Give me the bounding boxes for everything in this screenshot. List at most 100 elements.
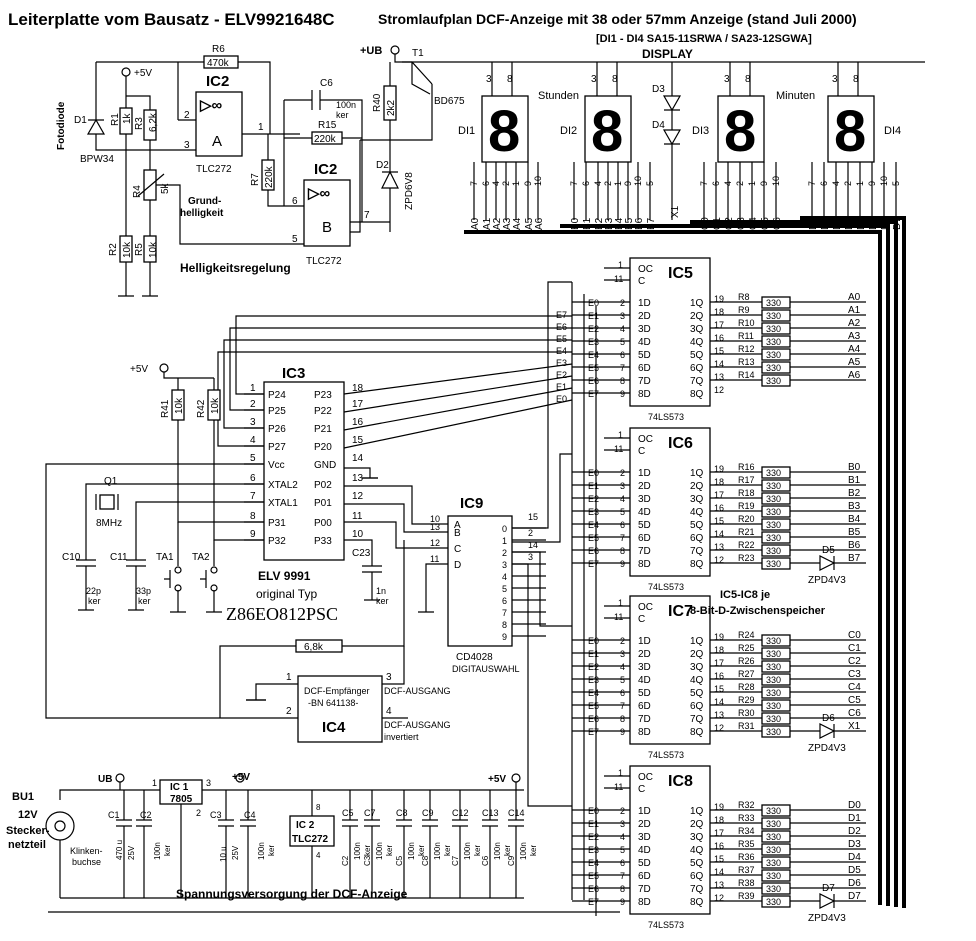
c4-sub: ker — [267, 845, 276, 856]
c2-name: C2 — [140, 810, 152, 820]
c2-sub: ker — [163, 845, 172, 856]
latch-e-3-4: E4 — [588, 858, 599, 868]
ic3-pin-15: 15 — [352, 435, 364, 446]
cap-c5: C5 — [342, 808, 354, 818]
latch-resval-3-1: 330 — [766, 819, 781, 829]
latch-in-3-2: 3D — [638, 832, 651, 843]
ic3-pin-6: 6 — [250, 473, 256, 484]
ic2a-pin1: 1 — [258, 122, 264, 133]
latch-in-3-3: 4D — [638, 845, 651, 856]
latch-out-1-3: 4Q — [690, 507, 704, 518]
display-pin-di4-2: 4 — [831, 181, 841, 186]
ta2-label: TA2 — [192, 552, 210, 563]
r3-value: 6,2k — [148, 112, 159, 132]
plus5v-power: +5V — [232, 772, 250, 783]
display-net-b6: B6 — [634, 217, 645, 230]
latch-resval-1-0: 330 — [766, 468, 781, 478]
latch-in-1-4: 5D — [638, 520, 651, 531]
latch-in-2-2: 3D — [638, 662, 651, 673]
ic2-pin4: 4 — [316, 851, 321, 860]
latch-out-1-5: 6Q — [690, 533, 704, 544]
latch-resval-1-5: 330 — [766, 533, 781, 543]
latch-e-1-1: E1 — [588, 481, 599, 491]
latch-res-r14: R14 — [738, 370, 755, 380]
display-label: DISPLAY — [642, 47, 693, 61]
latch-outpin-0-1: 18 — [714, 307, 724, 317]
ic3-pinname-p31: P31 — [268, 518, 286, 529]
latch-diode-d6: D6 — [822, 713, 835, 724]
latch-inpin-2-5: 7 — [620, 701, 625, 711]
latch-e-3-7: E7 — [588, 897, 599, 907]
latch-res-r35: R35 — [738, 839, 755, 849]
ic4-sub: -BN 641138- — [308, 698, 358, 708]
latch-out-0-7: 8Q — [690, 389, 704, 400]
r7-value: 220k — [264, 165, 275, 188]
caplow-6: C9 — [507, 855, 516, 866]
latch-in-0-0: 1D — [638, 298, 651, 309]
latch-in-2-4: 5D — [638, 688, 651, 699]
latch-net-c6: C6 — [848, 708, 861, 719]
display-pin-di4-5: 9 — [867, 181, 877, 186]
c11-sub: ker — [138, 596, 151, 606]
display-net-b2: B2 — [594, 217, 605, 230]
ic3-pin-18: 18 — [352, 383, 364, 394]
capval-4: 100n — [463, 842, 472, 860]
ic5-eside-e2: E2 — [556, 370, 567, 380]
latch-ic8-name: IC8 — [668, 773, 693, 790]
latch-res-r12: R12 — [738, 344, 755, 354]
latch-out-2-5: 6Q — [690, 701, 704, 712]
di4-digit: 8 — [834, 99, 866, 164]
display-net-a3: A3 — [502, 217, 513, 230]
ic2a-type: TLC272 — [196, 164, 232, 175]
ic2b-sym: ▷∞ — [307, 185, 331, 202]
latch-outpin-2-3: 16 — [714, 671, 724, 681]
capsub-3: ker — [443, 845, 452, 856]
latch-resval-3-4: 330 — [766, 858, 781, 868]
latch-resval-3-3: 330 — [766, 845, 781, 855]
latch-out-0-3: 4Q — [690, 337, 704, 348]
display-pin-di4-1: 6 — [819, 181, 829, 186]
latch-pin1-1: 1 — [618, 430, 623, 440]
latch-inpin-3-4: 6 — [620, 858, 625, 868]
display-net-b4: B4 — [614, 217, 625, 230]
cap-c9: C9 — [422, 808, 434, 818]
latch-note-1: IC5-IC8 je — [720, 589, 770, 601]
latch-res-r28: R28 — [738, 682, 755, 692]
latch-in-1-1: 2D — [638, 481, 651, 492]
ic9-pin-11: 11 — [430, 554, 439, 564]
latch-zener-3: ZPD4V3 — [808, 913, 846, 924]
ic3-pinname-gnd: GND — [314, 460, 336, 471]
ic5-eside-e5: E5 — [556, 334, 567, 344]
latch-inpin-1-0: 2 — [620, 468, 625, 478]
latch-resval-0-1: 330 — [766, 311, 781, 321]
latch-e-3-3: E3 — [588, 845, 599, 855]
ic3-label1: ELV 9991 — [258, 569, 311, 583]
helligkeitsregelung-label: Helligkeitsregelung — [180, 261, 291, 275]
latch-resval-2-7: 330 — [766, 727, 781, 737]
capval-1: 100n — [375, 842, 384, 860]
latch-out-1-0: 1Q — [690, 468, 704, 479]
latch-inpin-3-0: 2 — [620, 806, 625, 816]
c3-sub: 25V — [231, 845, 240, 860]
latch-resval-3-5: 330 — [766, 871, 781, 881]
latch-outpin-0-6: 13 — [714, 372, 724, 382]
ub-label: +UB — [360, 45, 382, 57]
latch-out-3-4: 5Q — [690, 858, 704, 869]
latch-resval-2-2: 330 — [766, 662, 781, 672]
ic3-pinname-p26: P26 — [268, 424, 286, 435]
latch-resval-0-6: 330 — [766, 376, 781, 386]
latch-e-3-0: E0 — [588, 806, 599, 816]
r15-name: R15 — [318, 120, 337, 131]
subtitle-right: [DI1 - DI4 SA15-11SRWA / SA23-12SGWA] — [596, 33, 812, 45]
latch-resval-1-3: 330 — [766, 507, 781, 517]
ic9-outpin-15: 15 — [528, 512, 538, 522]
latch-res-r27: R27 — [738, 669, 755, 679]
display-pin-di1-1: 6 — [481, 181, 491, 186]
grundhelligkeit-2: helligkeit — [180, 208, 224, 219]
latch-out-0-4: 5Q — [690, 350, 704, 361]
latch-res-r38: R38 — [738, 878, 755, 888]
latch-diode-d7: D7 — [822, 883, 835, 894]
latch-inpin-1-4: 6 — [620, 520, 625, 530]
ic4-out: DCF-AUSGANG — [384, 686, 451, 696]
